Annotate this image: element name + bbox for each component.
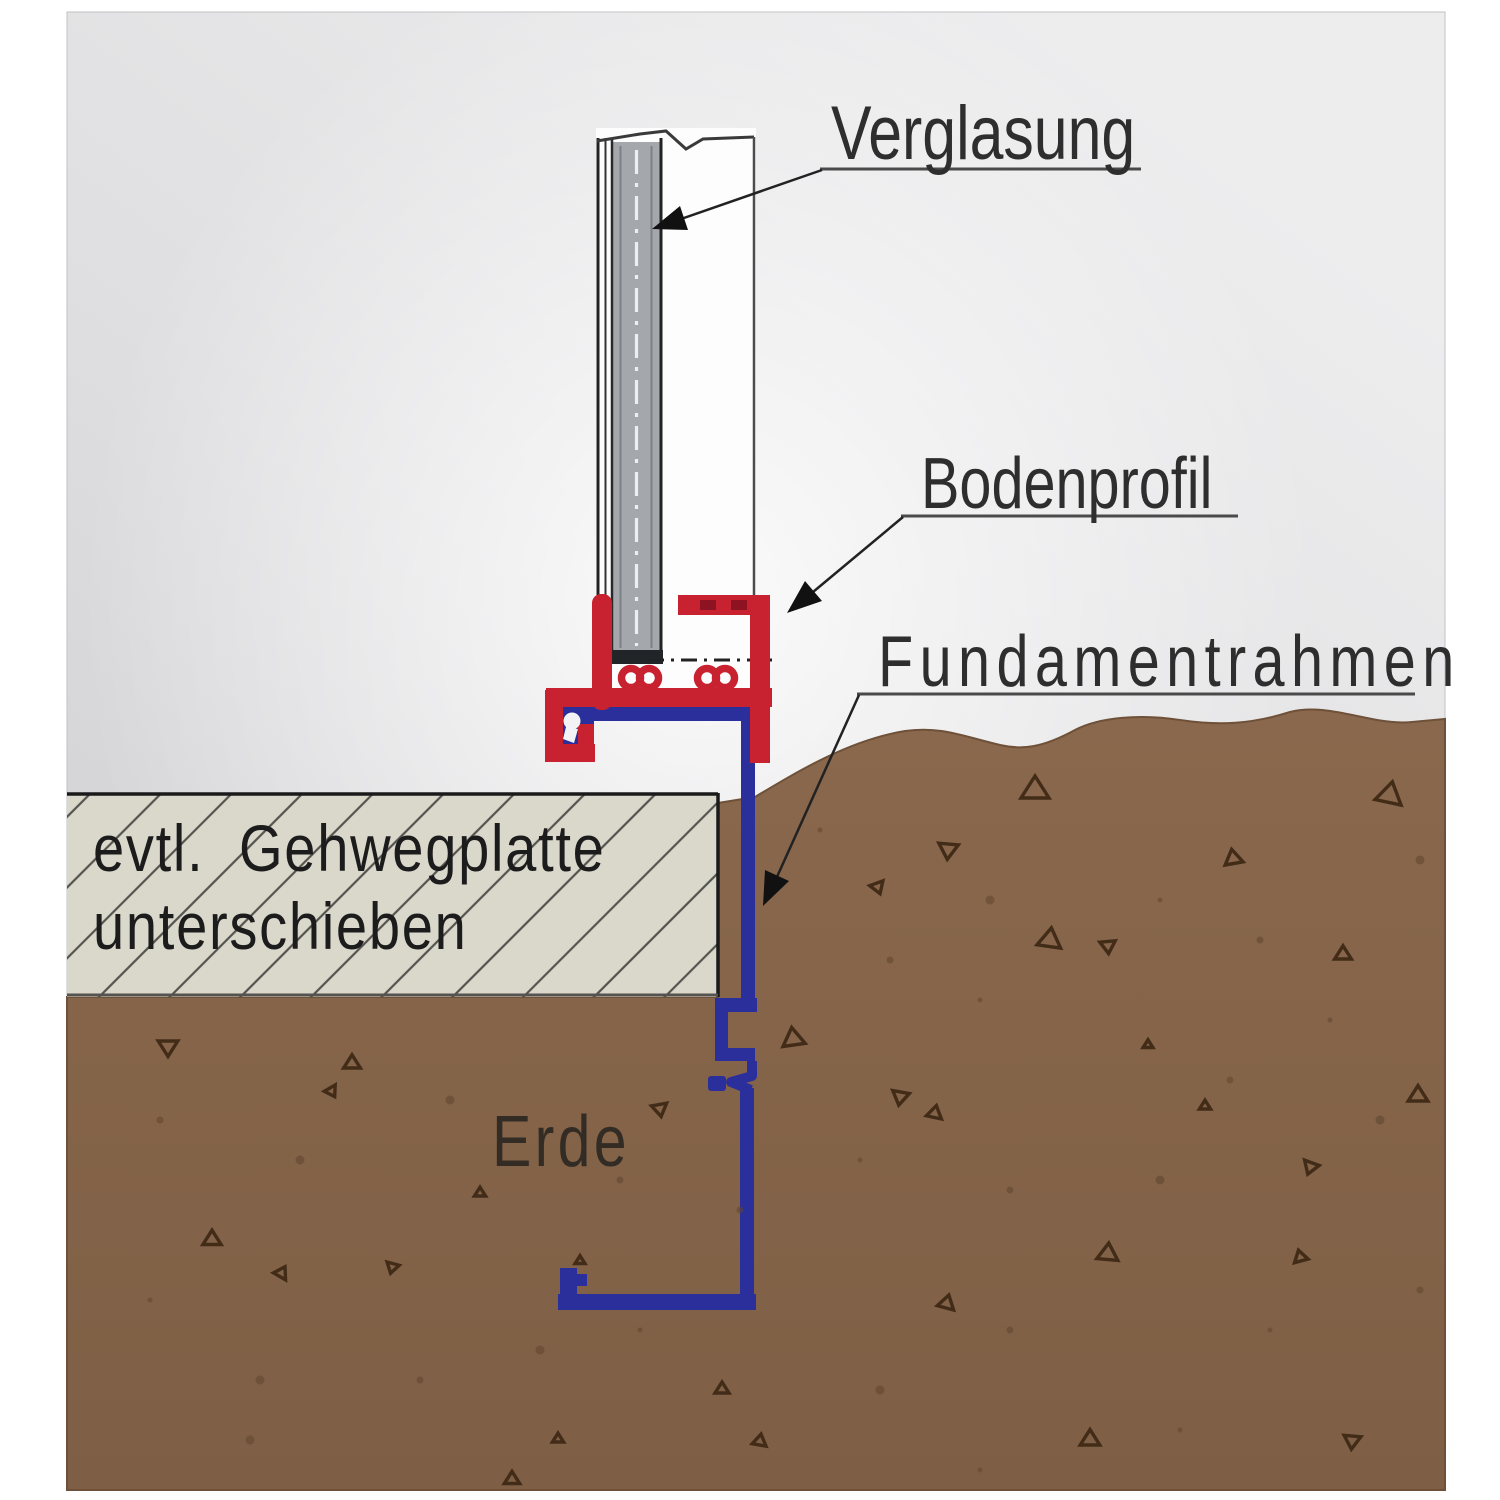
label-bodenprofil: Bodenprofil [921, 444, 1213, 524]
label-fundamentrahmen: Fundamentrahmen [878, 622, 1461, 702]
paving-slab [67, 792, 720, 997]
verglasung-leader [657, 168, 823, 229]
earth-fill [66, 708, 1446, 1491]
break-line [596, 129, 755, 151]
glass-bottom-cap [597, 650, 663, 664]
screw-channels [617, 664, 739, 692]
earth-ground [66, 708, 1446, 1491]
floor-profile [545, 594, 772, 763]
fundamentrahmen-arrowhead [763, 870, 789, 906]
label-gehwegplatte-line1: evtl. Gehwegplatte [93, 811, 606, 885]
frame-keyhole [563, 712, 581, 743]
label-erde: Erde [492, 1102, 630, 1182]
label-gehwegplatte-line2: unterschieben [93, 888, 468, 963]
annotations [652, 167, 1415, 906]
label-verglasung: Verglasung [831, 91, 1136, 176]
bodenprofil-arrowhead [787, 581, 822, 613]
verglasung-arrowhead [652, 206, 688, 230]
fundamentrahmen-leader [765, 694, 861, 900]
soil-specks [147, 772, 1431, 1486]
